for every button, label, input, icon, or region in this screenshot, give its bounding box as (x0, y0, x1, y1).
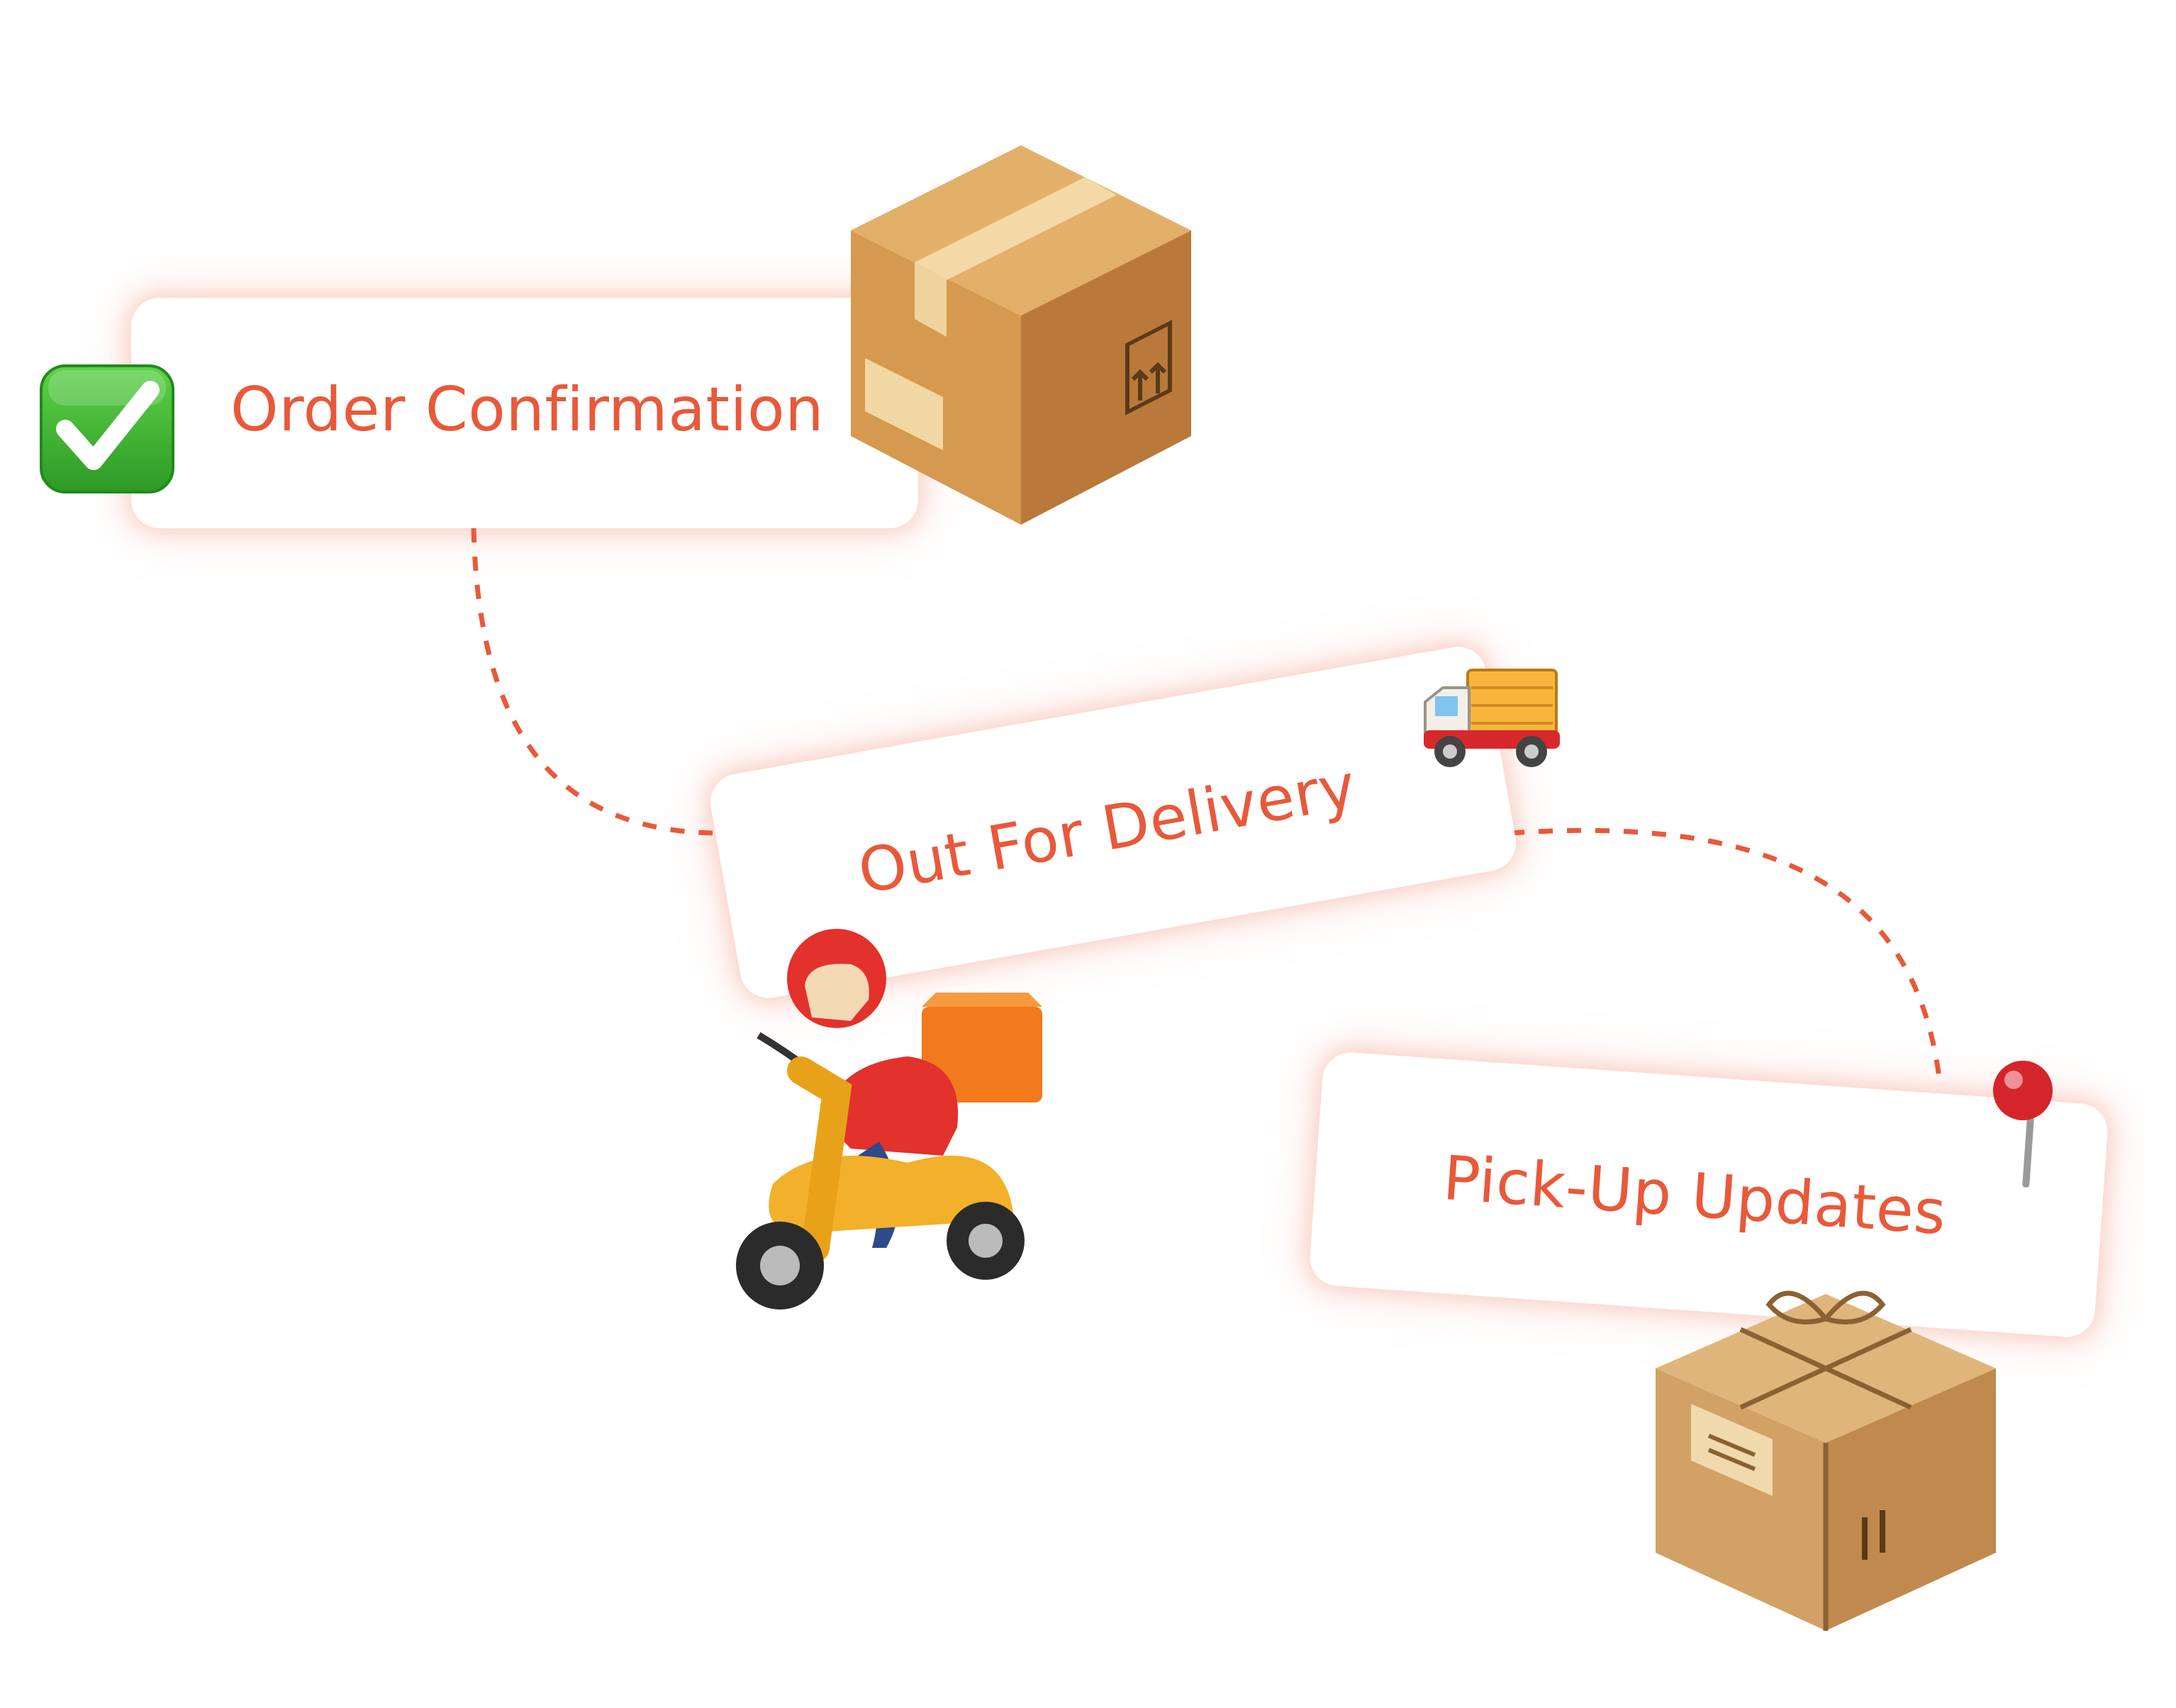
cardboard-box-icon (844, 145, 1198, 528)
step-label: Out For Delivery (853, 750, 1361, 908)
delivery-truck-icon (1418, 659, 1560, 776)
step-label: Order Confirmation (230, 374, 825, 445)
tied-parcel-icon (1648, 1262, 2003, 1634)
map-pin-icon (1989, 1056, 2060, 1194)
step-label: Pick-Up Updates (1441, 1142, 1949, 1249)
step-card-order-confirmation: Order Confirmation (131, 298, 918, 528)
check-mark-icon (37, 362, 179, 499)
scooter-courier-icon (730, 929, 1049, 1322)
